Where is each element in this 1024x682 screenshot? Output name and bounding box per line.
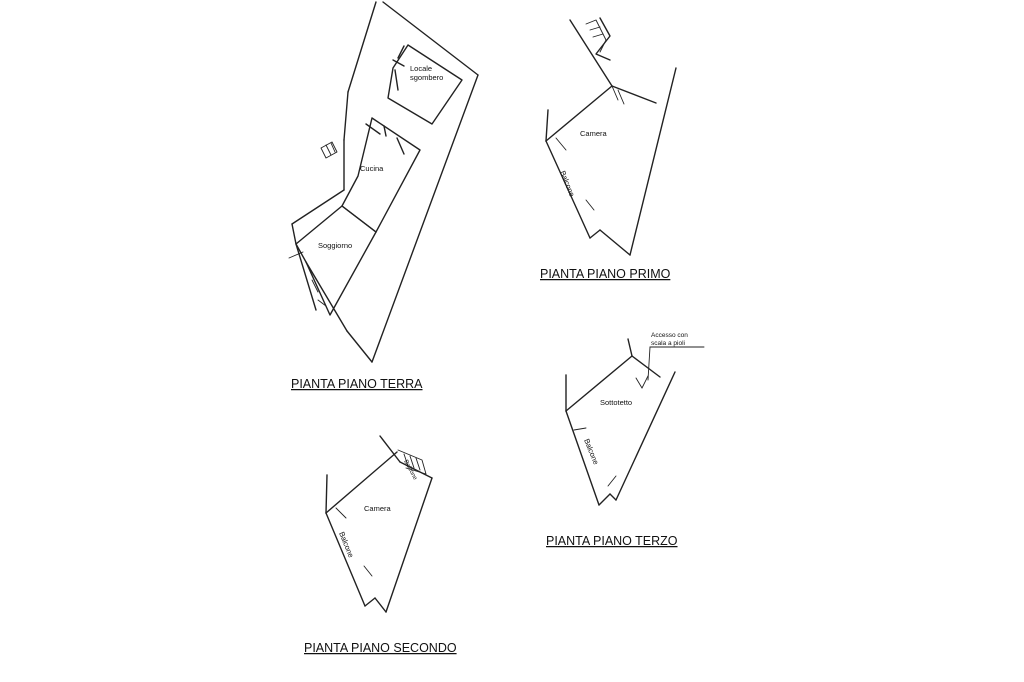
room-label-locale: Locale — [410, 64, 432, 73]
room-label-cucina: Cucina — [360, 164, 384, 173]
plan-first-floor — [545, 17, 677, 256]
plan-ground-floor — [288, 1, 479, 363]
annotation-scala: scala a pioli — [651, 340, 685, 347]
annotation-accesso: Accesso con — [651, 332, 688, 339]
plan-title-primo: PIANTA PIANO PRIMO — [540, 267, 671, 281]
room-label-balcone-terzo: Balcone — [582, 437, 601, 466]
plan-second-floor — [325, 435, 433, 613]
plan-title-terzo: PIANTA PIANO TERZO — [546, 534, 678, 548]
room-label-camera-primo: Camera — [580, 129, 608, 138]
plan-third-floor — [565, 338, 705, 506]
plan-title-terra: PIANTA PIANO TERRA — [291, 377, 423, 391]
room-label-balcone-primo: Balcone — [558, 169, 577, 198]
room-label-soggiorno: Soggiorno — [318, 241, 352, 250]
room-label-sottotetto: Sottotetto — [600, 398, 632, 407]
room-label-sgombero: sgombero — [410, 73, 443, 82]
plan-title-secondo: PIANTA PIANO SECONDO — [304, 641, 457, 655]
room-label-camera-secondo: Camera — [364, 504, 392, 513]
